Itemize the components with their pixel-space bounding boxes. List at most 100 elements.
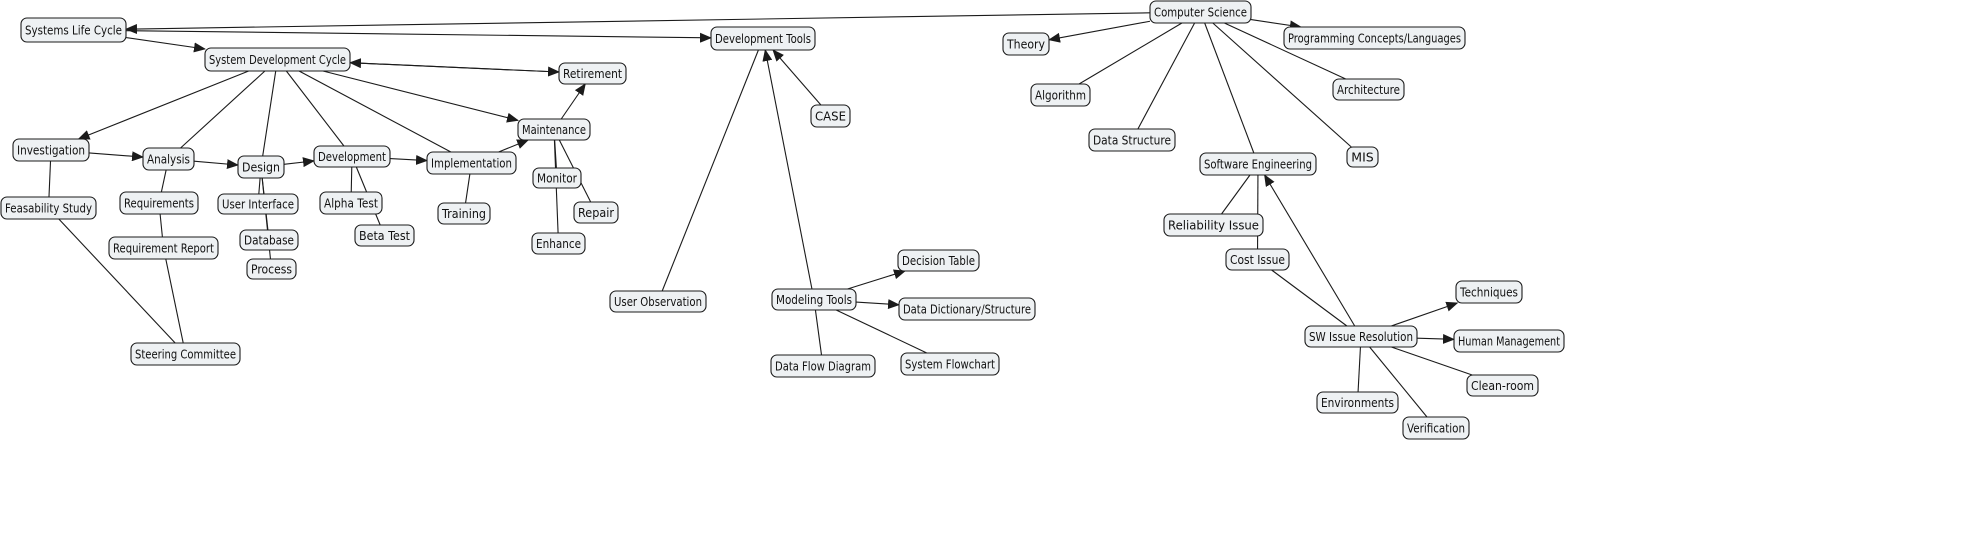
concept-node-dd[interactable]: Data Dictionary/Structure — [898, 297, 1036, 321]
node-box — [1283, 26, 1466, 50]
node-label: Development Tools — [715, 31, 811, 46]
concept-node-clean[interactable]: Clean-room — [1466, 374, 1539, 397]
node-label: System Flowchart — [905, 357, 995, 372]
concept-node-ui[interactable]: User Interface — [217, 193, 299, 215]
concept-node-algo[interactable]: Algorithm — [1030, 83, 1091, 107]
connector-swir-to-env — [1357, 346, 1361, 393]
node-label: Analysis — [147, 152, 190, 167]
node-label: Programming Concepts/Languages — [1288, 31, 1461, 46]
node-box — [142, 147, 195, 171]
concept-node-beta[interactable]: Beta Test — [354, 224, 415, 247]
node-box — [1088, 128, 1176, 152]
connector-ret-to-sdc — [349, 58, 560, 73]
node-label: Data Structure — [1093, 133, 1171, 148]
node-box — [710, 26, 816, 51]
concept-node-tech[interactable]: Techniques — [1455, 280, 1523, 304]
concept-node-maint[interactable]: Maintenance — [517, 118, 591, 141]
connector-cs-to-mis — [1212, 22, 1352, 148]
concept-node-mt[interactable]: Modeling Tools — [771, 288, 857, 311]
concept-node-uo[interactable]: User Observation — [609, 290, 707, 313]
node-label: User Observation — [614, 294, 702, 309]
connector-cs-to-algo — [1078, 22, 1183, 85]
node-box — [1149, 0, 1252, 24]
concept-node-slc[interactable]: Systems Life Cycle — [20, 17, 127, 43]
node-label: Maintenance — [522, 122, 586, 137]
concept-node-rr[interactable]: Requirement Report — [108, 236, 219, 260]
concept-node-anal[interactable]: Analysis — [142, 147, 195, 171]
concept-node-enh[interactable]: Enhance — [531, 232, 586, 255]
concept-node-design[interactable]: Design — [237, 155, 285, 179]
concept-node-theory[interactable]: Theory — [1002, 32, 1050, 56]
node-box — [437, 202, 491, 225]
node-label: MIS — [1351, 150, 1373, 165]
node-label: Requirements — [124, 196, 194, 211]
concept-node-dtab[interactable]: Decision Table — [897, 249, 980, 272]
concept-node-env[interactable]: Environments — [1316, 391, 1399, 414]
connector-mt-to-dtab — [847, 269, 906, 290]
concept-node-sdc[interactable]: System Development Cycle — [204, 47, 351, 72]
node-box — [1453, 329, 1565, 353]
concept-node-db[interactable]: Database — [239, 229, 299, 251]
node-label: Architecture — [1337, 82, 1400, 97]
node-box — [1030, 83, 1091, 107]
concept-node-sfc[interactable]: System Flowchart — [900, 352, 1000, 376]
connector-design-to-ui — [258, 177, 261, 195]
node-label: Alpha Test — [324, 196, 378, 211]
connector-swir-to-clean — [1391, 346, 1473, 376]
node-label: Design — [242, 160, 280, 175]
concept-node-alpha[interactable]: Alpha Test — [319, 191, 383, 215]
node-label: Development — [318, 149, 386, 164]
node-label: Data Flow Diagram — [775, 359, 871, 374]
concept-node-dt[interactable]: Development Tools — [710, 26, 816, 51]
concept-node-feas[interactable]: Feasability Study — [0, 196, 97, 220]
node-label: Techniques — [1459, 285, 1518, 300]
connector-cs-to-slc — [125, 12, 1151, 34]
concept-node-req[interactable]: Requirements — [119, 191, 199, 215]
concept-node-hm[interactable]: Human Management — [1453, 329, 1565, 353]
connector-impl-to-train — [465, 173, 471, 204]
concept-node-cost[interactable]: Cost Issue — [1225, 248, 1290, 271]
concept-node-ver[interactable]: Verification — [1402, 416, 1470, 440]
connector-anal-to-req — [160, 169, 167, 193]
node-box — [319, 191, 383, 215]
concept-node-rel[interactable]: Reliability Issue — [1163, 213, 1264, 237]
concept-node-se[interactable]: Software Engineering — [1199, 152, 1317, 176]
node-box — [1225, 248, 1290, 271]
node-label: Algorithm — [1035, 88, 1086, 103]
node-box — [898, 297, 1036, 321]
concept-node-devt[interactable]: Development — [313, 145, 391, 168]
node-box — [1316, 391, 1399, 414]
connector-maint-to-ret — [560, 83, 586, 120]
concept-node-cs[interactable]: Computer Science — [1149, 0, 1252, 24]
concept-node-inv[interactable]: Investigation — [12, 138, 90, 162]
node-box — [532, 167, 582, 189]
node-label: Cost Issue — [1230, 252, 1285, 267]
node-label: Modeling Tools — [776, 292, 852, 307]
node-box — [1332, 78, 1405, 101]
concept-node-ds[interactable]: Data Structure — [1088, 128, 1176, 152]
node-box — [1402, 416, 1470, 440]
concept-node-arch[interactable]: Architecture — [1332, 78, 1405, 101]
connector-mt-to-dfd — [814, 309, 823, 356]
node-box — [1346, 146, 1379, 168]
concept-node-impl[interactable]: Implementation — [426, 151, 517, 175]
concept-node-mon[interactable]: Monitor — [532, 167, 582, 189]
connector-case-to-dt — [772, 49, 822, 106]
concept-node-sc[interactable]: Steering Committee — [130, 342, 241, 366]
connector-swir-to-hm — [1416, 333, 1455, 344]
connector-inv-to-anal — [88, 151, 144, 162]
connector-sdc-to-maint — [322, 70, 519, 123]
concept-node-dfd[interactable]: Data Flow Diagram — [770, 354, 876, 378]
concept-node-repair[interactable]: Repair — [573, 201, 619, 224]
concept-node-case[interactable]: CASE — [810, 104, 851, 128]
concept-node-mis[interactable]: MIS — [1346, 146, 1379, 168]
concept-node-ret[interactable]: Retirement — [558, 62, 627, 85]
concept-node-proc[interactable]: Process — [246, 258, 297, 280]
concept-node-swir[interactable]: SW Issue Resolution — [1304, 325, 1418, 348]
concept-node-train[interactable]: Training — [437, 202, 491, 225]
concept-node-pcl[interactable]: Programming Concepts/Languages — [1283, 26, 1466, 50]
node-box — [1304, 325, 1418, 348]
node-box — [204, 47, 351, 72]
connector-impl-to-maint — [498, 139, 530, 153]
node-box — [354, 224, 415, 247]
